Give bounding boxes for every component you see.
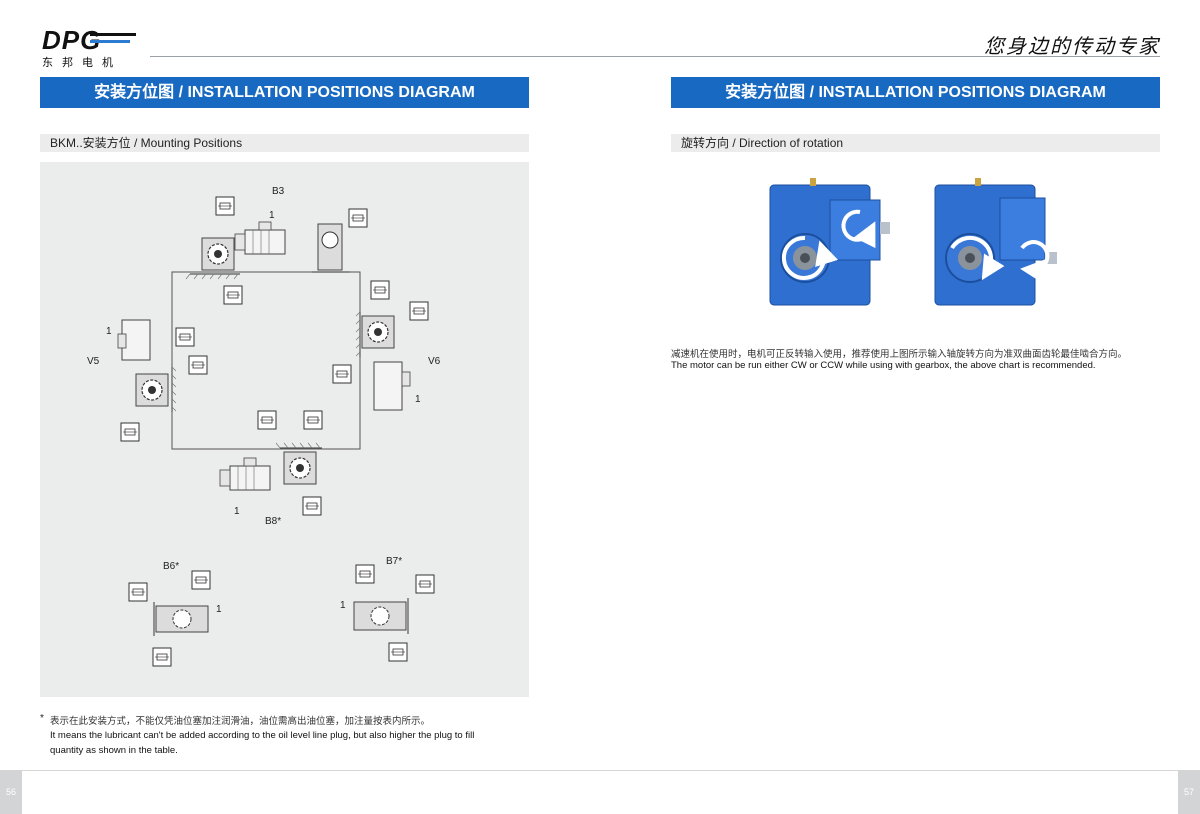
label-b8: B8* bbox=[265, 516, 281, 527]
footnote-english-line1: It means the lubricant can't be added ac… bbox=[50, 730, 475, 741]
label-index-1: 1 bbox=[269, 210, 275, 221]
label-v5: V5 bbox=[87, 356, 100, 367]
rotation-note-english: The motor can be run either CW or CCW wh… bbox=[671, 360, 1096, 371]
rotation-arrow-icon bbox=[1020, 240, 1050, 284]
label-index-1: 1 bbox=[340, 600, 346, 611]
oil-plug-icon bbox=[348, 208, 368, 228]
label-b6: B6* bbox=[163, 561, 179, 572]
gearbox-ccw-image bbox=[769, 178, 890, 306]
oil-plug-icon bbox=[175, 327, 195, 347]
position-v6-unit bbox=[355, 311, 411, 411]
gearbox-cw-image bbox=[934, 178, 1057, 306]
oil-plug-icon bbox=[152, 647, 172, 667]
right-section-banner: 安装方位图 / INSTALLATION POSITIONS DIAGRAM bbox=[671, 77, 1160, 108]
footnote-star: * bbox=[40, 713, 44, 724]
oil-plug-icon bbox=[409, 301, 429, 321]
rotation-note-chinese: 减速机在使用时，电机可正反转输入使用，推荐使用上图所示输入轴旋转方向为准双曲面齿… bbox=[671, 349, 1128, 360]
left-section-banner: 安装方位图 / INSTALLATION POSITIONS DIAGRAM bbox=[40, 77, 529, 108]
footer-divider bbox=[0, 770, 1200, 771]
dpg-logo: DPG bbox=[42, 27, 136, 55]
footnote-english-line2: quantity as shown in the table. bbox=[50, 745, 178, 756]
label-b3: B3 bbox=[272, 186, 285, 197]
mounting-positions-diagram: B3 1 V5 1 V6 1 B8* 1 B6 bbox=[87, 186, 441, 667]
position-b3-unit bbox=[185, 221, 286, 280]
oil-plug-icon bbox=[388, 642, 408, 662]
rotation-direction-illustration bbox=[769, 178, 1057, 306]
oil-plug-icon bbox=[188, 355, 208, 375]
label-v6: V6 bbox=[428, 356, 441, 367]
page-number-left: 56 bbox=[0, 770, 22, 814]
oil-plug-icon bbox=[332, 364, 352, 384]
position-b6-unit bbox=[153, 602, 209, 636]
oil-plug-icon bbox=[120, 422, 140, 442]
logo-subtitle: 东邦电机 bbox=[42, 57, 122, 69]
label-index-1: 1 bbox=[415, 394, 421, 405]
position-b7-unit bbox=[353, 598, 409, 634]
label-index-1: 1 bbox=[106, 326, 112, 337]
rotation-arrow-icon bbox=[841, 209, 876, 249]
oil-plug-icon bbox=[257, 410, 277, 430]
label-index-1: 1 bbox=[234, 506, 240, 517]
oil-plug-icon bbox=[302, 496, 322, 516]
oil-plug-icon bbox=[223, 285, 243, 305]
position-v5-unit bbox=[117, 319, 177, 412]
header-divider bbox=[150, 56, 1160, 57]
oil-plug-icon bbox=[215, 196, 235, 216]
oil-plug-icon bbox=[191, 570, 211, 590]
rotation-direction-heading: 旋转方向 / Direction of rotation bbox=[671, 134, 1160, 152]
rotation-arrow-icon bbox=[950, 235, 1005, 281]
mounting-positions-heading: BKM..安装方位 / Mounting Positions bbox=[40, 134, 529, 152]
oil-plug-icon bbox=[128, 582, 148, 602]
mounting-frame-outline bbox=[171, 271, 361, 450]
slogan: 您身边的传动专家 bbox=[984, 34, 1160, 58]
oil-plug-icon bbox=[415, 574, 435, 594]
rotation-arrow-icon bbox=[781, 235, 839, 280]
label-index-1: 1 bbox=[216, 604, 222, 615]
position-b8-unit bbox=[219, 442, 322, 491]
oil-plug-icon bbox=[355, 564, 375, 584]
position-b3-side-unit bbox=[312, 223, 350, 273]
oil-plug-icon bbox=[303, 410, 323, 430]
oil-plug-icon bbox=[370, 280, 390, 300]
footnote-chinese: 表示在此安装方式，不能仅凭油位塞加注润滑油，油位需高出油位塞，加注量按表内所示。 bbox=[50, 716, 431, 727]
label-b7: B7* bbox=[386, 556, 402, 567]
page-number-right: 57 bbox=[1178, 770, 1200, 814]
